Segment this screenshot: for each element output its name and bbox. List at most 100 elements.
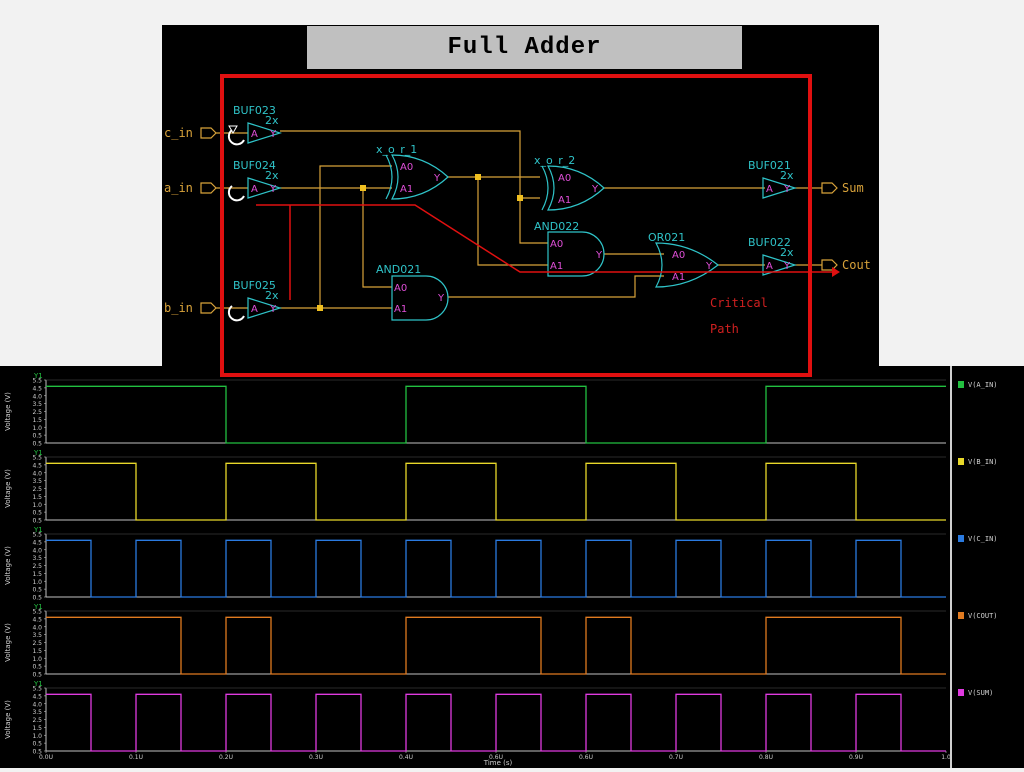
legend-label: V(COUT): [968, 612, 998, 620]
legend-svg: V(A_IN)V(B_IN)V(C_IN)V(COUT)V(SUM): [958, 381, 998, 697]
port-cin-label: c_in: [164, 126, 193, 140]
x-tick-label: 0.0U: [39, 754, 53, 761]
y-tick-label: 1.0: [32, 656, 42, 663]
junction-dot: [517, 195, 523, 201]
y-tick-label: 3.5: [32, 478, 42, 485]
buf023-in: A: [251, 129, 258, 140]
wave-trace: [46, 693, 946, 752]
and021-name: AND021: [376, 263, 421, 276]
xor2-in1: A1: [558, 195, 571, 206]
legend-swatch: [958, 458, 964, 465]
critical-path-label-line1: Critical: [710, 296, 768, 310]
page-title: Full Adder: [307, 26, 742, 69]
y-tick-label: 0.5: [32, 749, 42, 756]
schematic-svg: c_in a_in b_in Sum Cout BUF023 2x: [164, 104, 871, 336]
y-tick-label: 5.5: [32, 532, 42, 539]
x-tick-label: 0.1U: [129, 754, 143, 761]
x-tick-label: 0.3U: [309, 754, 323, 761]
and022-name: AND022: [534, 220, 579, 233]
x-tick-label: 1.0: [941, 754, 950, 761]
x-tick-label: 0.9U: [849, 754, 863, 761]
y-tick-label: 5.5: [32, 455, 42, 462]
y-tick-label: 0.5: [32, 741, 42, 748]
buf021-out: Y: [783, 184, 791, 195]
and021-in0: A0: [394, 283, 407, 294]
wave-trace: [46, 462, 946, 521]
y-axis-label: Voltage (V): [4, 392, 12, 431]
y-tick-label: 0.5: [32, 510, 42, 517]
buf021-in: A: [766, 184, 773, 195]
port-bin: [200, 302, 217, 314]
y-tick-label: 1.0: [32, 579, 42, 586]
y-axis-label: Voltage (V): [4, 546, 12, 585]
y-tick-label: 0.5: [32, 433, 42, 440]
critical-path-line: [256, 204, 832, 273]
and022-in1: A1: [550, 261, 563, 272]
port-ain: [200, 182, 217, 194]
legend-swatch: [958, 689, 964, 696]
y-tick-label: 4.5: [32, 693, 42, 700]
x-tick-label: 0.6U: [579, 754, 593, 761]
and021-in1: A1: [394, 304, 407, 315]
y-tick-label: 4.0: [32, 393, 42, 400]
buf022-out: Y: [783, 261, 791, 272]
y-tick-label: 4.0: [32, 701, 42, 708]
and022-out: Y: [595, 250, 603, 261]
xor2-in0: A0: [558, 173, 571, 184]
panel-tag: Y1: [33, 680, 43, 688]
buf022-in: A: [766, 261, 773, 272]
y-tick-label: 2.5: [32, 640, 42, 647]
wire-and021-out: [448, 275, 664, 298]
buf025-drive: 2x: [265, 289, 279, 302]
y-tick-label: 4.0: [32, 547, 42, 554]
y-tick-label: 5.5: [32, 609, 42, 616]
port-cin: [200, 127, 217, 139]
y-tick-label: 2.5: [32, 717, 42, 724]
buf023-out: Y: [269, 129, 277, 140]
pin-labels: A Y A Y A Y A0 A1 Y A0 A1 Y A0 A1 Y A0 A…: [251, 129, 791, 315]
buf025-in: A: [251, 304, 258, 315]
buf021-drive: 2x: [780, 169, 794, 182]
xor1-in1: A1: [400, 184, 413, 195]
buf024-out: Y: [269, 184, 277, 195]
x-tick-label: 0.7U: [669, 754, 683, 761]
y-tick-label: 4.5: [32, 462, 42, 469]
x-tick-label: 0.2U: [219, 754, 233, 761]
or021-in1: A1: [672, 272, 685, 283]
y-tick-label: 1.5: [32, 494, 42, 501]
legend-swatch: [958, 535, 964, 542]
y-tick-label: 2.5: [32, 409, 42, 416]
y-tick-label: 4.0: [32, 470, 42, 477]
wave-trace: [46, 616, 946, 675]
pin-circle: [227, 129, 245, 146]
gate-xor2-backcurve: [541, 165, 549, 211]
panel-tag: Y1: [33, 372, 43, 380]
y-tick-label: 0.5: [32, 518, 42, 525]
y-tick-label: 1.5: [32, 725, 42, 732]
y-tick-label: 1.0: [32, 502, 42, 509]
y-tick-label: 4.5: [32, 385, 42, 392]
y-tick-label: 5.5: [32, 686, 42, 693]
y-tick-label: 4.0: [32, 624, 42, 631]
port-sum-label: Sum: [842, 181, 864, 195]
x-tick-label: 0.4U: [399, 754, 413, 761]
or021-name: OR021: [648, 231, 685, 244]
schematic-canvas: c_in a_in b_in Sum Cout BUF023 2x: [162, 25, 879, 366]
y-tick-label: 3.5: [32, 709, 42, 716]
y-tick-label: 2.5: [32, 486, 42, 493]
xor1-name: x_o_r_1: [376, 143, 417, 156]
legend-label: V(B_IN): [968, 458, 998, 466]
port-cout-label: Cout: [842, 258, 871, 272]
buf024-drive: 2x: [265, 169, 279, 182]
buf023-drive: 2x: [265, 114, 279, 127]
junction-dot: [317, 305, 323, 311]
y-tick-label: 1.5: [32, 417, 42, 424]
junction-dot: [475, 174, 481, 180]
xor1-in0: A0: [400, 162, 413, 173]
